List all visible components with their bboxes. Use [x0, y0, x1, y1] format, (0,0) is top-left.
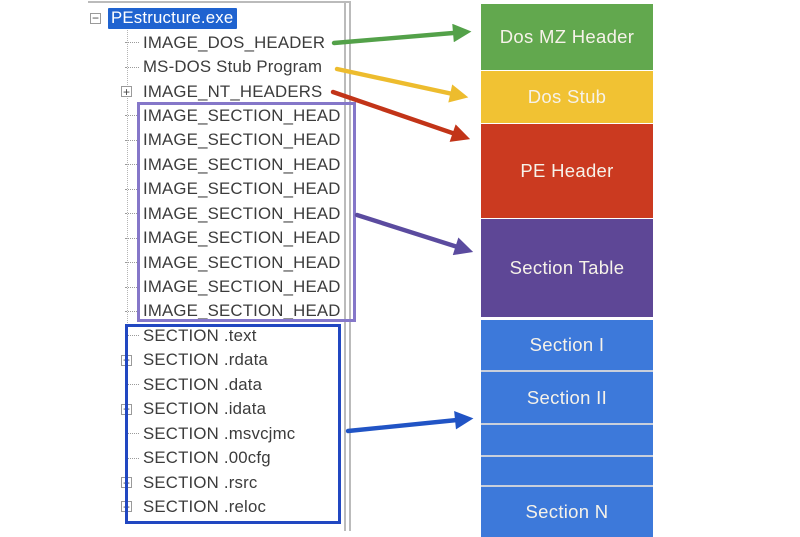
- tree-item-section-header[interactable]: IMAGE_SECTION_HEAD: [88, 128, 358, 152]
- tree-item-label: IMAGE_NT_HEADERS: [143, 81, 323, 101]
- tree-item-label: IMAGE_SECTION_HEAD: [143, 301, 341, 321]
- tree-item-image-nt-headers[interactable]: + IMAGE_NT_HEADERS: [88, 79, 358, 103]
- tree-item-section-header[interactable]: IMAGE_SECTION_HEAD: [88, 299, 358, 323]
- block-section-1: Section I: [481, 320, 653, 370]
- tree-connector: [125, 115, 139, 117]
- tree-item-label: SECTION .reloc: [143, 496, 267, 516]
- tree-item-label: SECTION .00cfg: [143, 448, 271, 468]
- tree-connector: [125, 286, 139, 288]
- collapse-icon[interactable]: −: [90, 11, 101, 26]
- tree-item-section-header[interactable]: IMAGE_SECTION_HEAD: [88, 226, 358, 250]
- tree-item-section-header[interactable]: IMAGE_SECTION_HEAD: [88, 104, 358, 128]
- tree-connector: [125, 335, 139, 337]
- tree-item-section-00cfg[interactable]: SECTION .00cfg: [88, 446, 358, 470]
- section-headers-outline-box: [137, 102, 356, 322]
- tree-connector: [125, 213, 139, 215]
- tree-item-section-header[interactable]: IMAGE_SECTION_HEAD: [88, 177, 358, 201]
- tree-window-top-border: [88, 1, 351, 3]
- tree-item-section-header[interactable]: IMAGE_SECTION_HEAD: [88, 275, 358, 299]
- tree-window-right-border-outer: [344, 2, 346, 531]
- tree-item-label: IMAGE_SECTION_HEAD: [143, 130, 341, 150]
- tree-window-right-border-inner: [349, 2, 351, 531]
- tree-connector: [125, 310, 139, 312]
- arrow-to-sections: [345, 411, 474, 434]
- sections-block-group: Section I Section II Section N: [481, 320, 653, 537]
- tree-item-section-header[interactable]: IMAGE_SECTION_HEAD: [88, 153, 358, 177]
- tree-connector: [125, 66, 139, 68]
- block-section-table: Section Table: [481, 219, 653, 317]
- tree-item-label: MS-DOS Stub Program: [143, 57, 323, 77]
- file-tree: − PEstructure.exe IMAGE_DOS_HEADER MS-DO…: [88, 6, 358, 519]
- tree-item-image-dos-header[interactable]: IMAGE_DOS_HEADER: [88, 30, 358, 54]
- sections-outline-box: [125, 324, 341, 524]
- block-section-unlabeled-2: [481, 457, 653, 485]
- tree-item-label: IMAGE_SECTION_HEAD: [143, 252, 341, 272]
- tree-item-label: IMAGE_SECTION_HEAD: [143, 179, 341, 199]
- tree-item-section-text[interactable]: SECTION .text: [88, 324, 358, 348]
- tree-item-label: SECTION .rsrc: [143, 472, 258, 492]
- tree-item-label: PEstructure.exe: [108, 7, 238, 29]
- tree-item-label: SECTION .text: [143, 325, 257, 345]
- tree-item-msdos-stub[interactable]: MS-DOS Stub Program: [88, 55, 358, 79]
- tree-item-section-header[interactable]: IMAGE_SECTION_HEAD: [88, 202, 358, 226]
- expand-icon[interactable]: +: [121, 84, 132, 99]
- tree-item-label: IMAGE_SECTION_HEAD: [143, 105, 341, 125]
- tree-connector: [125, 42, 139, 44]
- tree-item-label: IMAGE_SECTION_HEAD: [143, 203, 341, 223]
- block-dos-stub: Dos Stub: [481, 71, 653, 123]
- tree-connector: [125, 384, 139, 386]
- tree-item-label: IMAGE_SECTION_HEAD: [143, 154, 341, 174]
- tree-item-section-data[interactable]: SECTION .data: [88, 373, 358, 397]
- tree-connector: [125, 457, 139, 459]
- block-section-2: Section II: [481, 372, 653, 423]
- tree-connector: [125, 262, 139, 264]
- pe-layout-column: Dos MZ Header Dos Stub PE Header Section…: [481, 4, 653, 537]
- tree-connector: [125, 139, 139, 141]
- tree-connector: [125, 188, 139, 190]
- tree-connector: [125, 164, 139, 166]
- tree-connector: [125, 433, 139, 435]
- tree-connector: [125, 237, 139, 239]
- tree-item-label: SECTION .msvcjmc: [143, 423, 296, 443]
- tree-item-root[interactable]: − PEstructure.exe: [88, 6, 358, 30]
- tree-item-section-header[interactable]: IMAGE_SECTION_HEAD: [88, 250, 358, 274]
- arrow-to-section-table: [354, 212, 474, 256]
- block-pe-header: PE Header: [481, 124, 653, 218]
- tree-item-label: SECTION .rdata: [143, 350, 268, 370]
- block-section-unlabeled-1: [481, 425, 653, 455]
- tree-item-label: SECTION .idata: [143, 399, 267, 419]
- tree-item-label: IMAGE_SECTION_HEAD: [143, 277, 341, 297]
- block-section-n: Section N: [481, 487, 653, 537]
- tree-item-section-msvcjmc[interactable]: SECTION .msvcjmc: [88, 421, 358, 445]
- block-dos-mz-header: Dos MZ Header: [481, 4, 653, 70]
- tree-item-label: SECTION .data: [143, 374, 263, 394]
- tree-item-label: IMAGE_DOS_HEADER: [143, 32, 326, 52]
- tree-indent-guide: [127, 26, 128, 507]
- tree-item-label: IMAGE_SECTION_HEAD: [143, 228, 341, 248]
